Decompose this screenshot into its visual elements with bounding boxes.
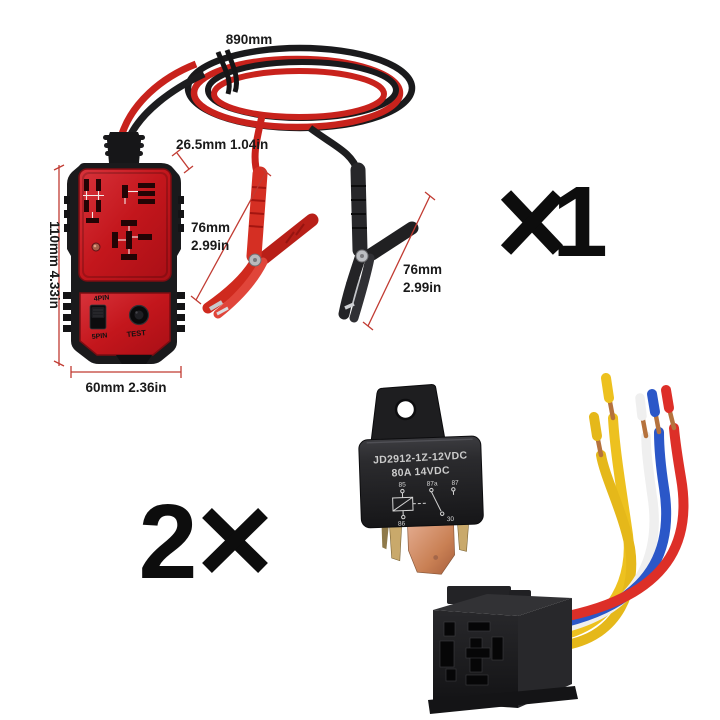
red-clip-metal-teeth	[208, 300, 224, 311]
black-clip-jaw	[338, 252, 366, 320]
dim-black-clip-mm: 76mm	[403, 262, 442, 277]
pin-30-label: 30	[447, 516, 455, 523]
socket-slots	[439, 621, 504, 686]
dim-top-width	[171, 148, 194, 174]
dim-bottom-width	[70, 366, 182, 378]
dim-top-width-label: 26.5mm 1.04in	[176, 137, 268, 152]
relay-pin-diagram: 85 87a 87 86 30	[392, 480, 459, 528]
relay-rating-label: 80A 14VDC	[391, 464, 450, 479]
multiply-icon-2	[202, 508, 268, 573]
relay-socket-pattern-a	[83, 179, 104, 223]
relay-socket	[428, 586, 578, 714]
socket-wires	[553, 373, 689, 651]
tester-qty: 1	[500, 166, 608, 278]
relay-socket-pattern-c	[112, 220, 152, 260]
multiply-icon	[500, 190, 564, 255]
device-cable	[118, 60, 206, 138]
test-lead-cable-coil	[184, 44, 416, 132]
relay-mounting-tab	[370, 384, 446, 446]
pin-87a-label: 87a	[427, 480, 438, 487]
pin-87-label: 87	[451, 480, 459, 487]
red-alligator-clip	[202, 166, 319, 319]
red-clip-jaw	[202, 258, 260, 314]
dim-height-label: 110mm 4.33in	[47, 221, 62, 309]
wire-stripped-ends	[589, 373, 677, 458]
relay-model-label: JD2912-1Z-12VDC	[373, 450, 468, 467]
socket-top-face	[433, 594, 572, 616]
relay-tester: 4PIN 5PIN TEST	[63, 132, 185, 364]
dim-black-clip	[362, 191, 436, 331]
mounting-hole	[394, 398, 417, 421]
cable-length-label: 890mm	[226, 32, 273, 47]
pin-mode-switch[interactable]	[89, 304, 107, 330]
wire-red	[563, 423, 689, 621]
dim-red-clip-in: 2.99in	[191, 238, 229, 253]
relay-common-pin	[407, 524, 455, 575]
relay-qty-digit: 2	[139, 483, 198, 601]
switch-label-5pin: 5PIN	[91, 332, 107, 341]
pin-86-label: 86	[398, 521, 406, 528]
grip-ridges	[63, 196, 185, 332]
switch-label-4pin: 4PIN	[93, 294, 109, 303]
socket-base-lip	[428, 686, 578, 714]
wire-yellow-2	[555, 450, 637, 651]
relay-socket-pattern-b	[122, 183, 155, 204]
test-button-label: TEST	[126, 328, 146, 339]
dim-black-clip-in: 2.99in	[403, 280, 441, 295]
automotive-relay: JD2912-1Z-12VDC 80A 14VDC 85 87a 87 86 3…	[358, 384, 484, 575]
test-button[interactable]	[128, 304, 150, 326]
black-test-lead	[307, 125, 362, 174]
tester-qty-digit: 1	[552, 166, 608, 278]
cable-wrap	[215, 51, 232, 95]
cable-strain-relief	[103, 132, 145, 163]
pin-85-label: 85	[398, 481, 406, 488]
dim-height	[53, 164, 65, 367]
black-alligator-clip	[338, 162, 419, 323]
housing-bottom-notch	[116, 355, 152, 364]
relay-pins	[381, 524, 469, 575]
relay-qty: 2	[139, 483, 268, 601]
socket-right-face	[518, 598, 572, 708]
dim-red-clip-mm: 76mm	[191, 220, 230, 235]
relay-body	[358, 435, 484, 529]
dim-red-clip	[190, 167, 272, 305]
indicator-led	[91, 242, 101, 252]
dim-bottom-width-label: 60mm 2.36in	[85, 380, 166, 395]
